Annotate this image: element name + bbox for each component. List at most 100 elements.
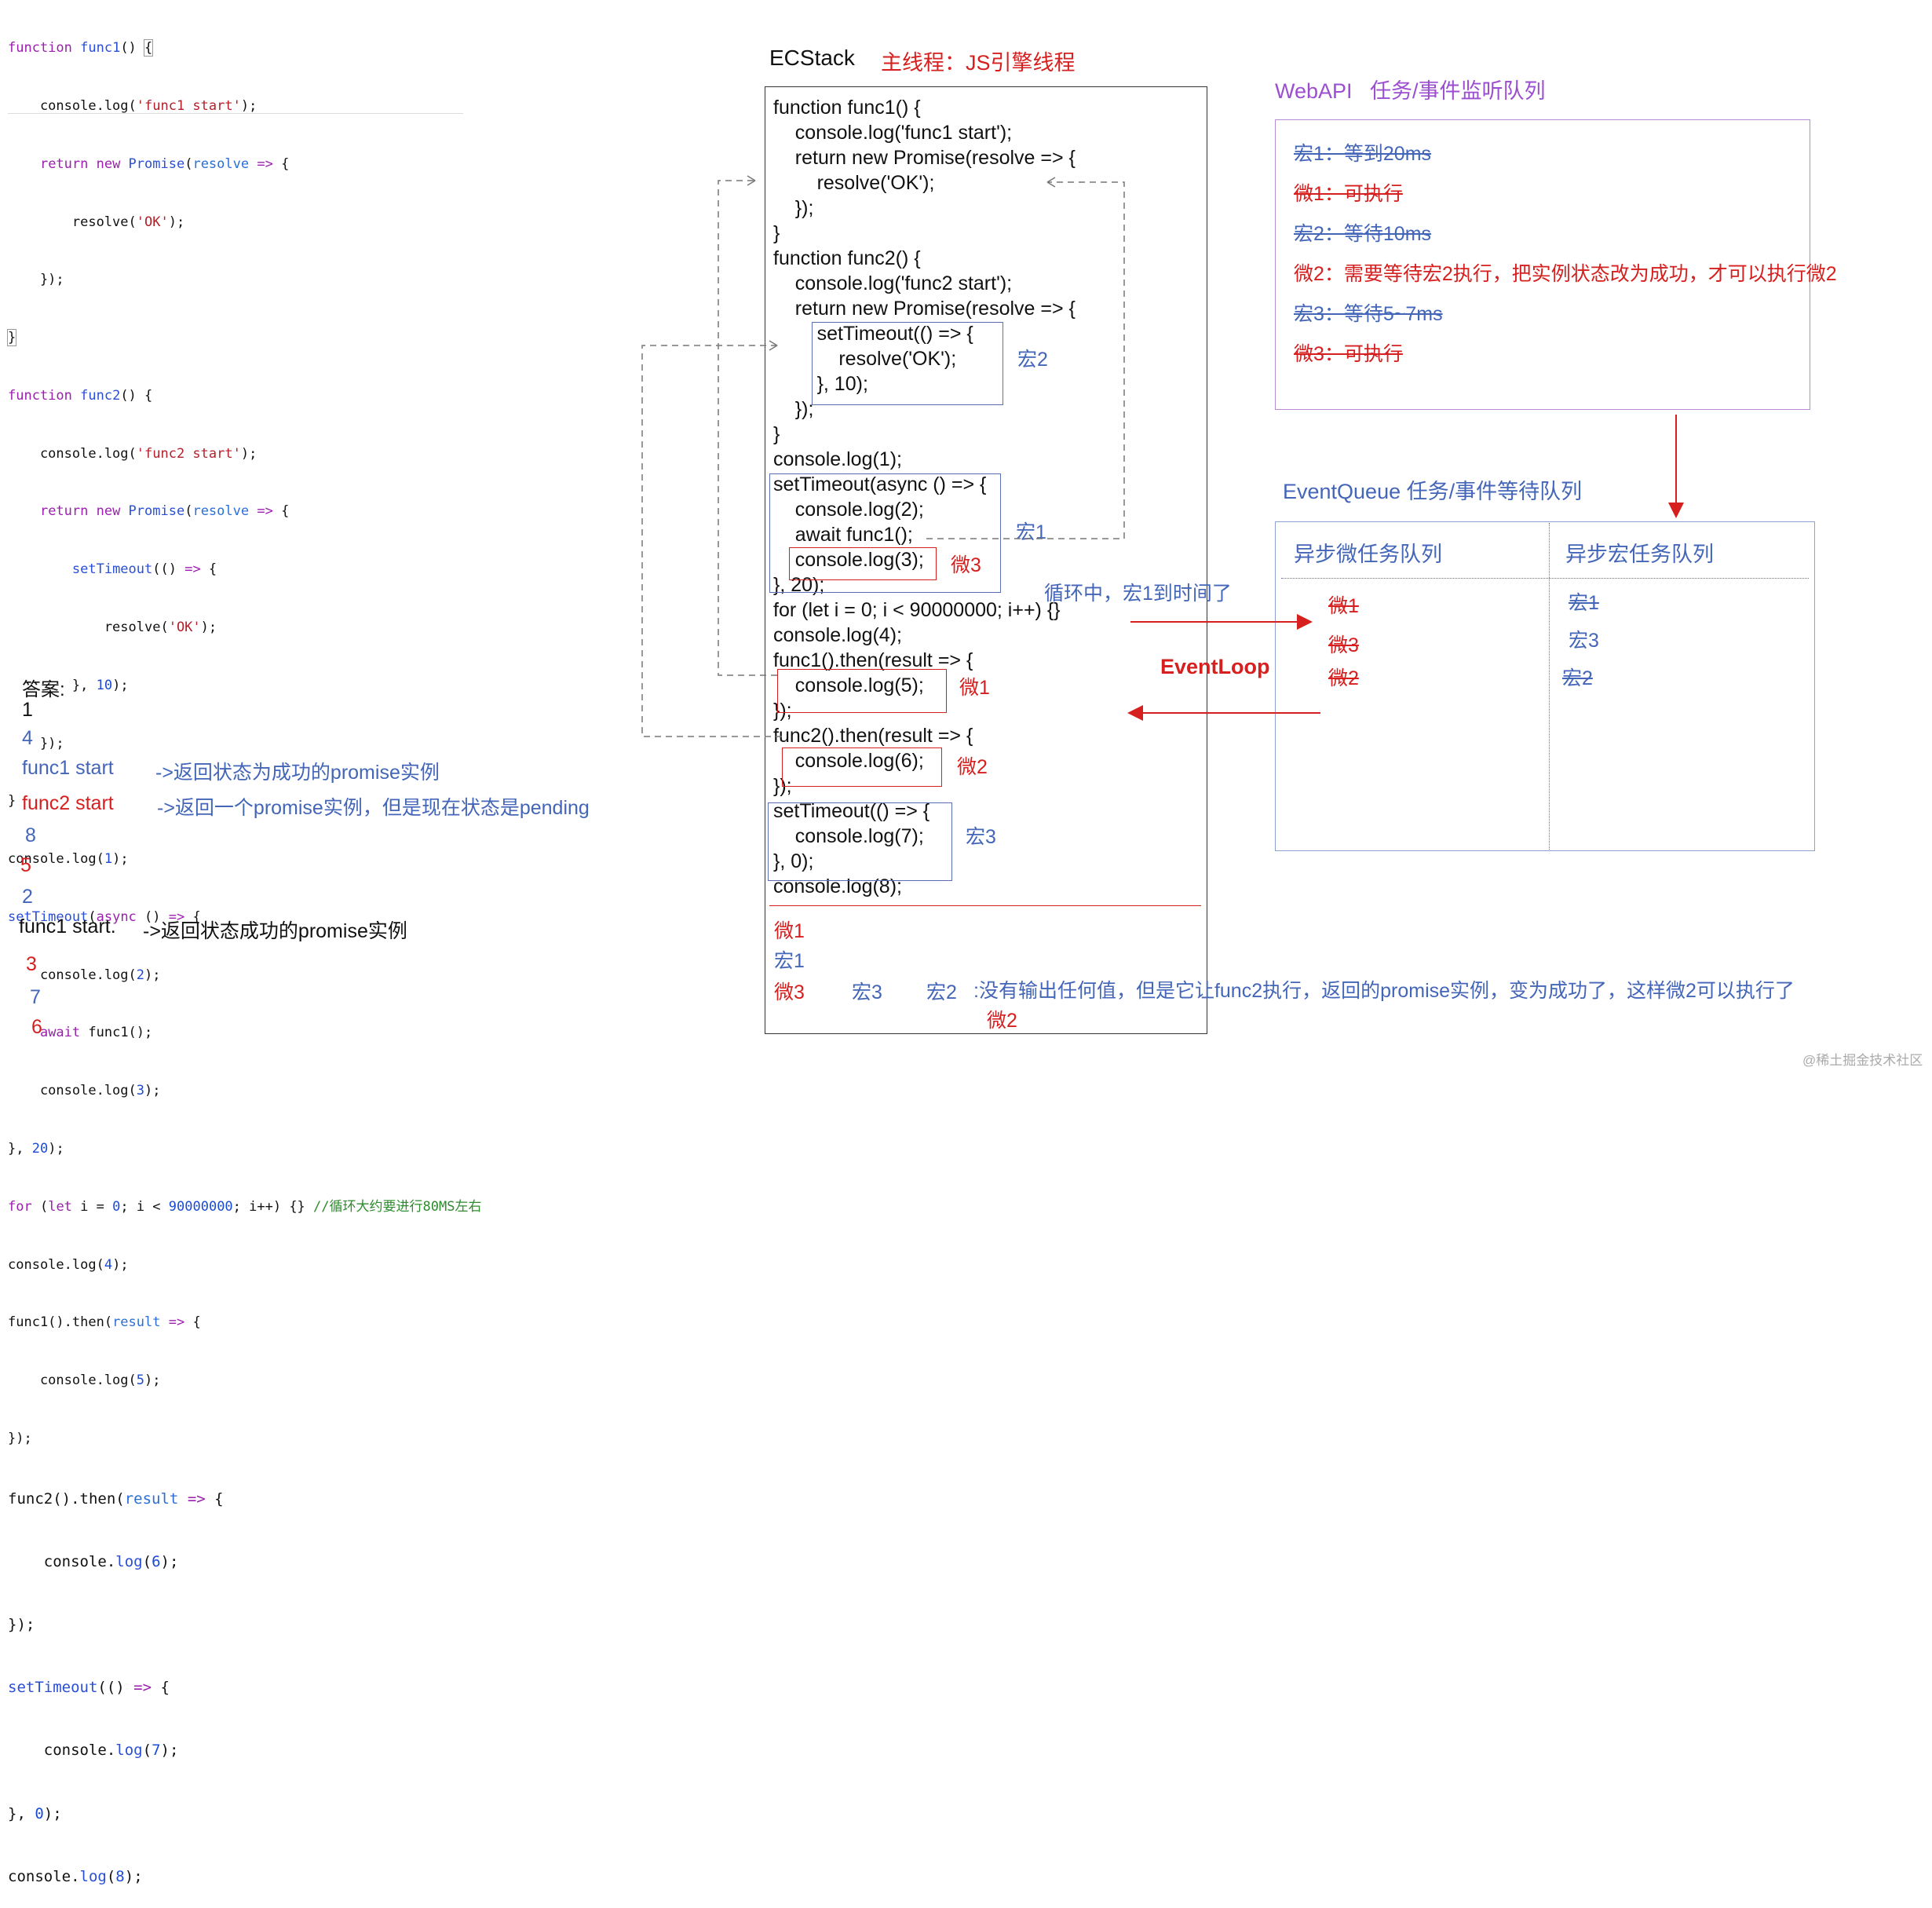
exec-hong3: 宏3 [852,981,882,1003]
code-line: console.log(2); [8,967,161,983]
box-wei2 [782,747,942,787]
ecstack-line: console.log(3); [773,549,924,571]
code-line: return new Promise(resolve => { [39,503,290,520]
ecstack-line: } [773,423,780,445]
code-line: setTimeout(() => { [8,1679,170,1697]
code-line: func2().then(result => { [8,1489,224,1508]
code-line: }); [8,272,64,288]
ecstack-line: await func1(); [773,524,913,546]
tag-wei3: 微3 [951,554,981,576]
exec-wei2: 微2 [987,1010,1017,1032]
code-line: console.log(5); [8,1373,161,1389]
code-line: }, 0); [8,1804,62,1822]
answer-line: 4 [22,727,33,749]
exec-hong2: 宏2 [926,981,957,1003]
answer-line: 2 [22,886,33,908]
code-line: setTimeout(() => { [71,561,217,578]
code-line: } [6,329,17,347]
micro-queue-item: 微3 [1328,634,1359,656]
code-line: console.log(4); [8,1256,129,1273]
webapi-item: 微1：可执行 [1294,183,1403,205]
code-line: } [8,793,16,810]
code-line: function func1() { [8,39,154,57]
ecstack-line: console.log(8); [773,875,902,897]
code-line: console.log(7); [8,1742,179,1760]
eventqueue-box [1275,521,1815,851]
answer-line: func1 start [22,757,114,779]
box-wei3 [789,547,937,580]
tag-wei1: 微1 [959,677,990,699]
webapi-box [1275,119,1810,410]
ecstack-line: function func1() { [773,97,921,119]
webapi-item: 微2：需要等待宏2执行，把实例状态改为成功，才可以执行微2 [1294,263,1837,285]
code-listing: function func1() { console.log('func1 st… [6,0,482,1908]
ecstack-line: }, 10); [773,373,868,395]
box-wei1 [777,669,947,713]
webapi-item: 宏3：等待5~7ms [1294,303,1443,325]
eventqueue-divider-v [1549,523,1550,850]
code-line: }); [8,1616,35,1634]
answer-note: ->返回一个promise实例，但是现在状态是pending [157,797,590,819]
code-line: }); [8,735,64,751]
webapi-item: 微3：可执行 [1294,343,1403,365]
ecstack-line: console.log(1); [773,448,902,470]
loop-note: 循环中，宏1到时间了 [1044,583,1232,605]
code-line: console.log(1); [8,851,129,868]
micro-queue-item: 微2 [1328,667,1359,689]
code-line: }); [8,1430,32,1446]
code-line: console.log(3); [8,1083,161,1099]
answer-line: 5 [20,854,31,876]
code-line: function func2() { [8,387,153,404]
exec-wei3: 微3 [774,981,805,1003]
ecstack-line: console.log('func1 start'); [773,122,1013,144]
ecstack-line: } [773,222,780,244]
exec-hong2-note: :没有输出任何值，但是它让func2执行，返回的promise实例，变为成功了，… [973,980,1795,1002]
ecstack-line: console.log(2); [773,499,924,521]
micro-queue-header: 异步微任务队列 [1294,543,1442,566]
code-line: resolve('OK'); [8,620,217,635]
watermark: @稀土掘金技术社区 [1802,1053,1923,1068]
main-thread-label: 主线程：JS引擎线程 [881,51,1076,75]
eventqueue-divider-h [1281,578,1809,579]
ecstack-line: return new Promise(resolve => { [773,147,1076,169]
exec-wei1: 微1 [774,920,805,942]
answer-title: 答案: [22,679,65,700]
box-hong2 [812,322,1003,405]
ecstack-divider [769,905,1201,906]
answer-note: ->返回状态为成功的promise实例 [155,762,440,784]
code-line: await func1(); [39,1025,153,1041]
eventloop-label: EventLoop [1160,655,1270,678]
ecstack-line: resolve('OK'); [773,172,935,194]
macro-queue-item: 宏3 [1569,630,1599,652]
dashed-link-func2 [641,340,782,737]
answer-line: 6 [31,1016,42,1038]
ecstack-line: console.log(4); [773,624,902,646]
answer-line: 1 [22,699,33,721]
code-line: console.log('func1 start'); [8,97,257,114]
code-line: console.log(8); [8,1867,143,1885]
code-line: return new Promise(resolve => { [39,155,290,172]
ecstack-line: function func2() { [773,247,921,269]
tag-hong2: 宏2 [1017,349,1048,371]
ecstack-line: console.log(5); [773,674,924,696]
ecstack-line: }); [773,197,814,219]
code-divider [8,113,463,114]
eventqueue-title: EventQueue 任务/事件等待队列 [1283,480,1583,503]
tag-hong3: 宏3 [966,826,996,848]
ecstack-line: setTimeout(() => { [773,800,930,822]
code-line: }, 20); [8,1141,64,1157]
macro-queue-item: 宏1 [1569,592,1599,614]
tag-hong1: 宏1 [1016,521,1046,543]
code-line: resolve('OK'); [8,214,185,230]
ecstack-title: ECStack [769,46,855,70]
answer-line: func2 start [22,792,114,814]
box-hong3 [768,802,952,881]
ecstack-line: console.log(7); [773,825,924,847]
webapi-item: 宏2：等待10ms [1294,223,1432,245]
code-line: console.log(6); [8,1552,179,1570]
answer-line: 7 [30,986,41,1008]
code-line: for (let i = 0; i < 90000000; i++) {} //… [8,1198,482,1215]
tag-wei2: 微2 [957,756,988,778]
ecstack-line: for (let i = 0; i < 90000000; i++) {} [773,599,1061,621]
